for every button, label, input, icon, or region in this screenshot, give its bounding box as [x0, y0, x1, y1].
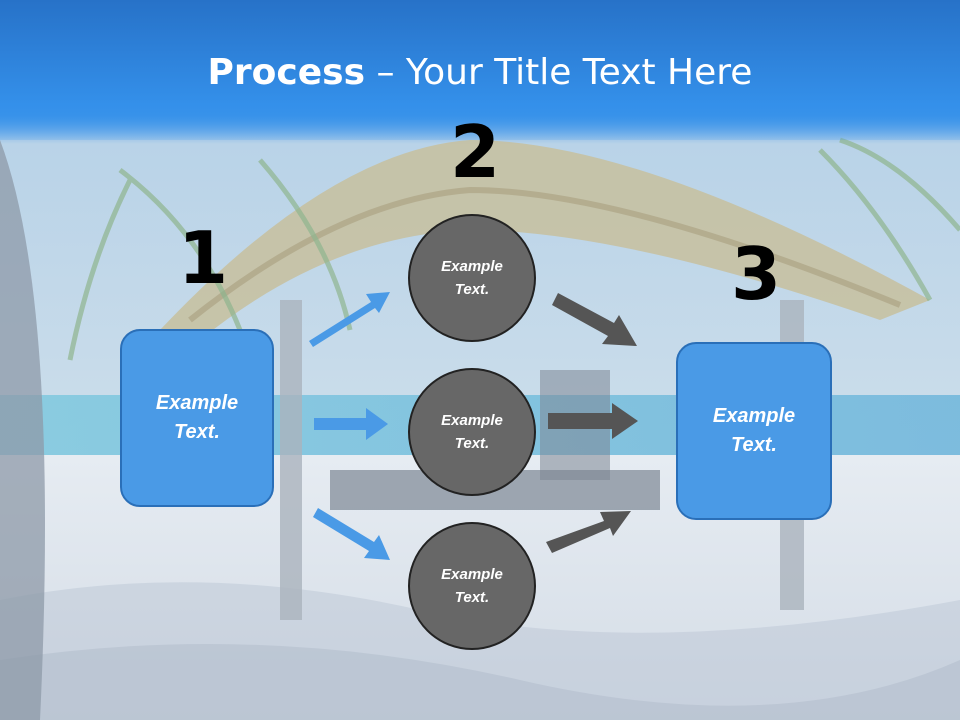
left-box: Example Text. [120, 329, 274, 507]
title-rest: – Your Title Text Here [365, 52, 753, 93]
left-box-text: Example Text. [155, 392, 239, 443]
arrow-up-right-gray [546, 511, 631, 553]
arrow-down-right-blue [313, 508, 390, 560]
right-box-text: Example Text. [712, 405, 796, 456]
circle-bottom-text: Example Text. [441, 566, 503, 606]
slide-title: Process – Your Title Text Here [0, 52, 960, 93]
gray-arrows [546, 293, 638, 553]
arrow-up-right-blue [309, 292, 390, 347]
circle-middle-text: Example Text. [441, 412, 503, 452]
circle-middle: Example Text. [408, 368, 536, 496]
title-bold: Process [207, 52, 366, 93]
step-number-1: 1 [178, 216, 229, 300]
right-box: Example Text. [676, 342, 832, 520]
arrow-down-right-gray [552, 293, 637, 346]
circle-top: Example Text. [408, 214, 536, 342]
arrow-right-gray [548, 403, 638, 439]
circle-top-text: Example Text. [441, 258, 503, 298]
step-number-3: 3 [731, 232, 782, 316]
step-number-2: 2 [450, 110, 501, 194]
circle-bottom: Example Text. [408, 522, 536, 650]
arrow-right-blue [314, 408, 388, 440]
blue-arrows [309, 292, 390, 560]
